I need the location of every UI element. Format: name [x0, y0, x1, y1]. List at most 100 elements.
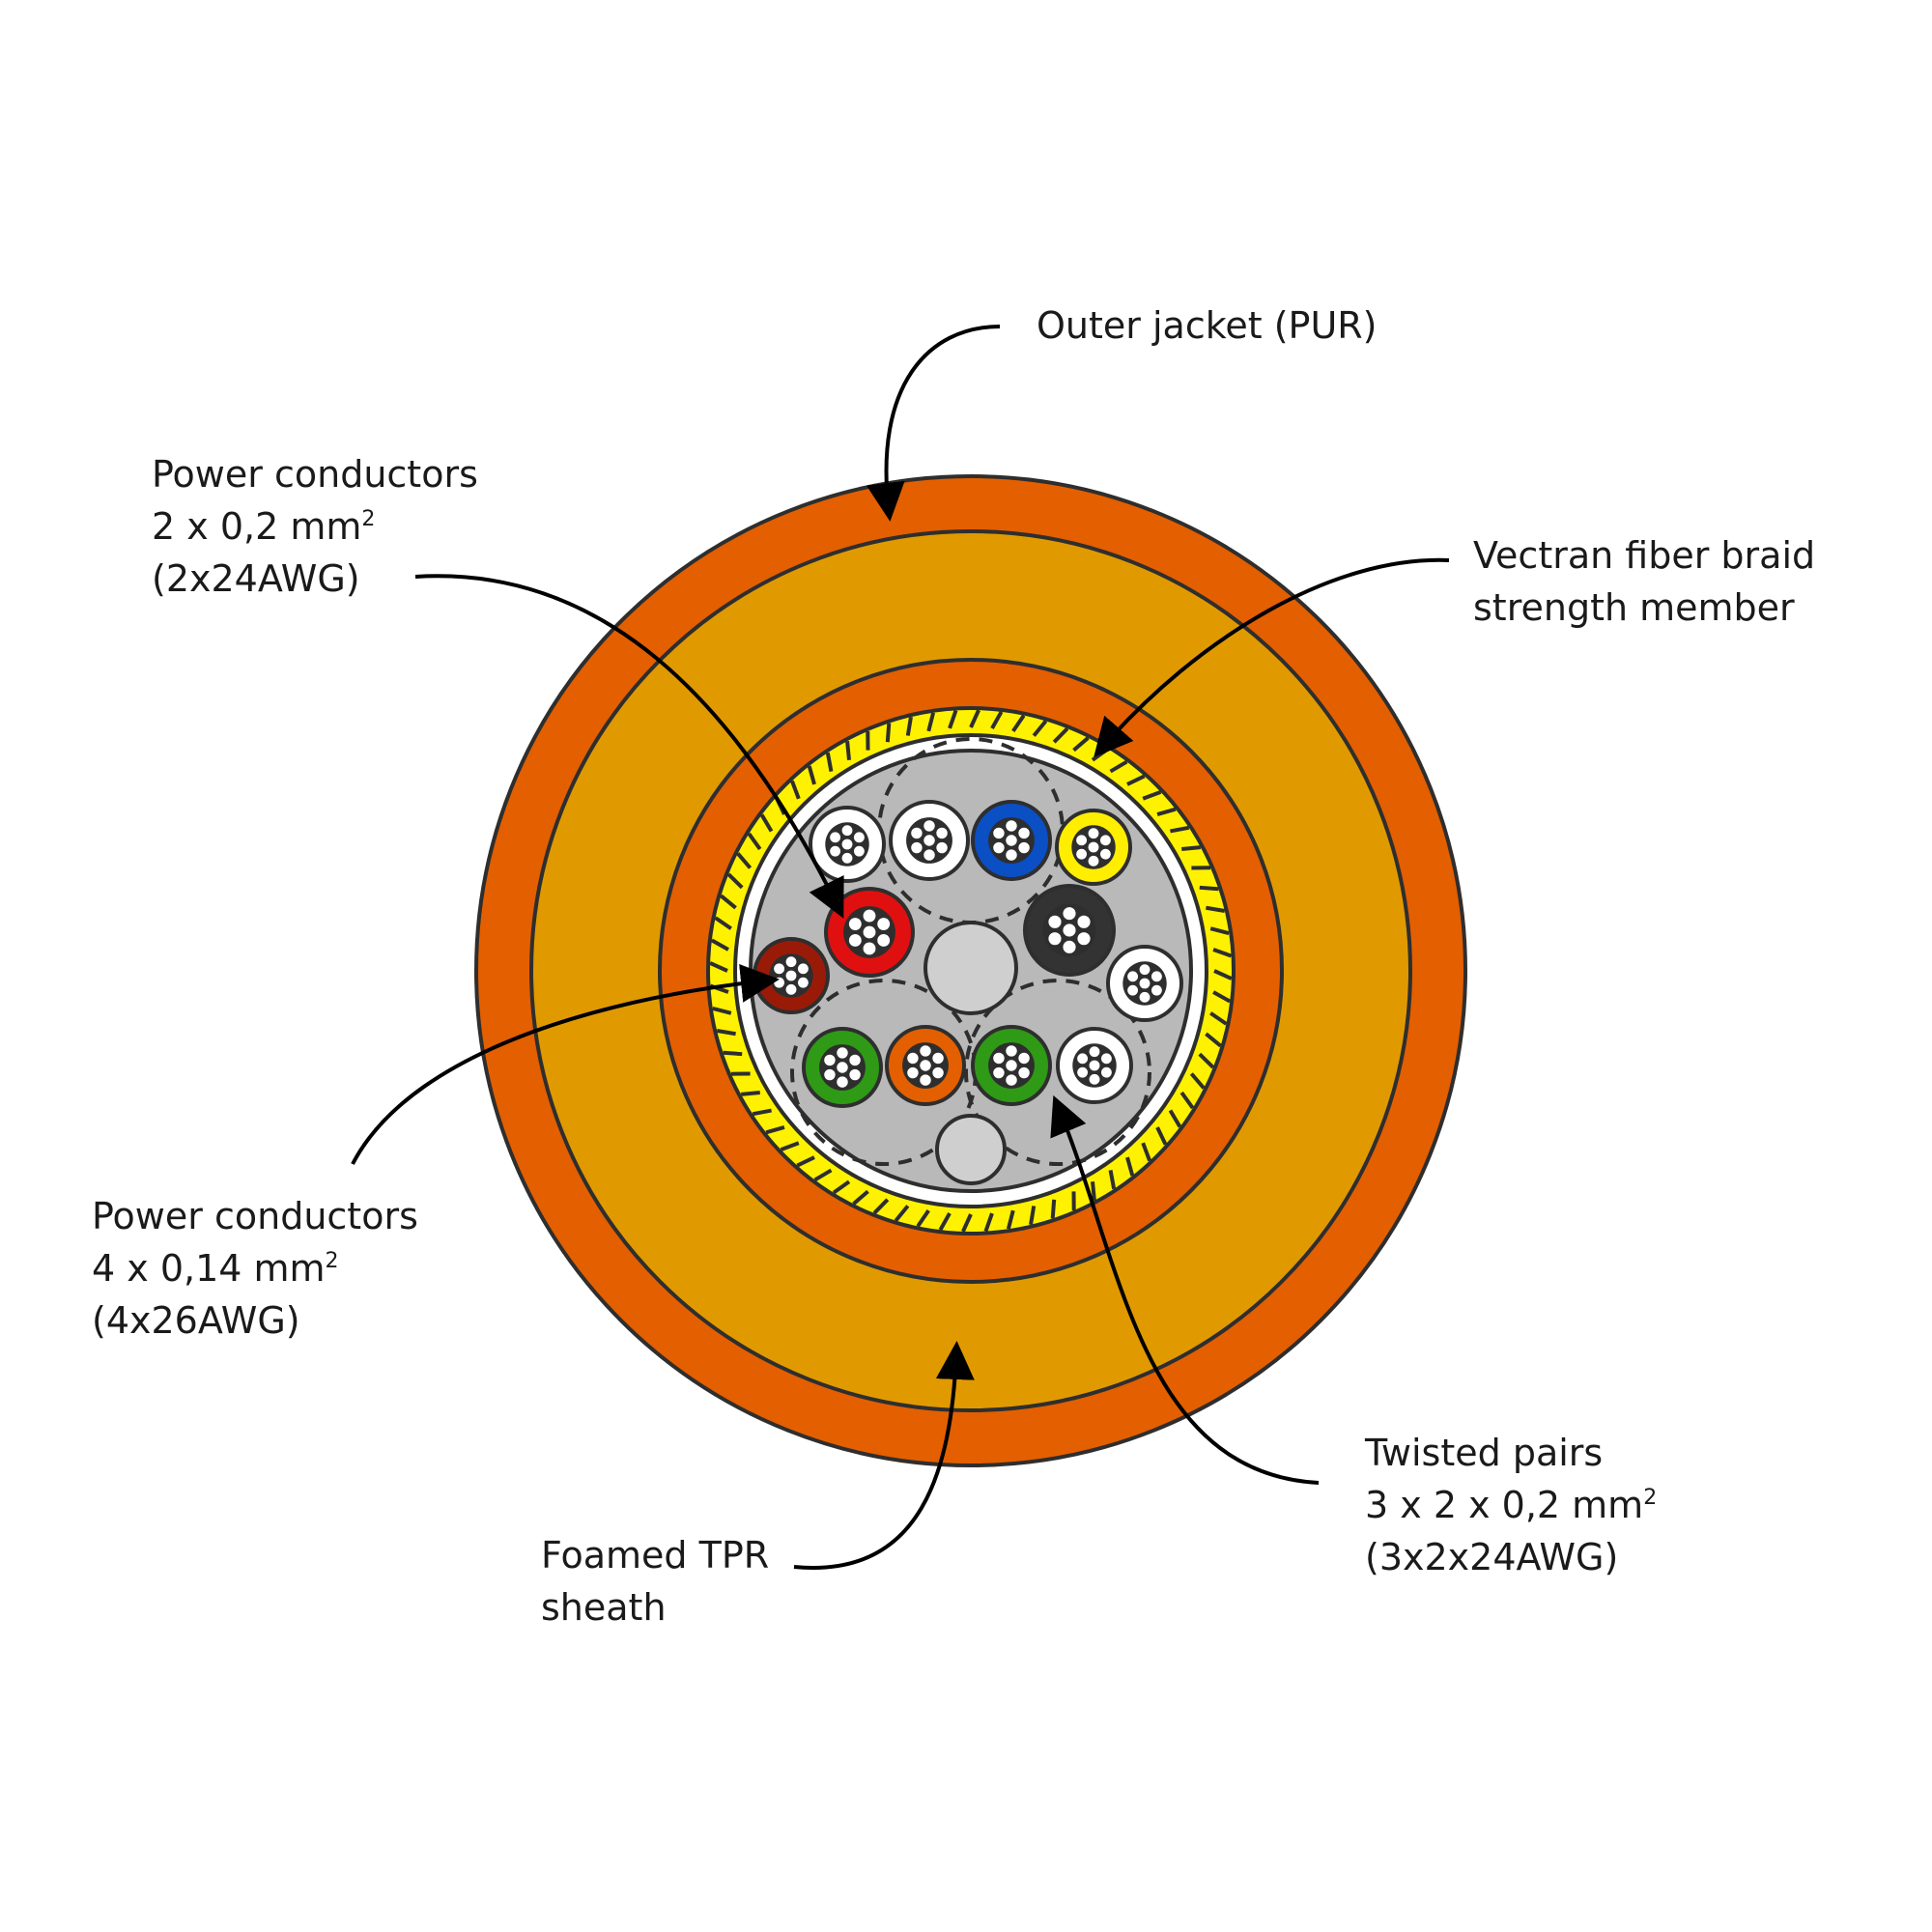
braid-strand	[885, 723, 892, 743]
braid-strand	[712, 1006, 732, 1015]
twisted-title: Twisted pairs	[1365, 1432, 1604, 1474]
wire-strand	[1139, 978, 1151, 989]
wire-strand	[848, 918, 862, 930]
conductor-white-2	[889, 800, 970, 881]
braid-strand	[1170, 825, 1190, 834]
braid-strand	[1141, 1142, 1151, 1162]
braid-strand	[1212, 948, 1233, 958]
braid-strand	[1032, 720, 1048, 737]
braid-strand	[1072, 736, 1090, 753]
braid-strand	[723, 1050, 743, 1057]
braid-strand	[845, 741, 851, 760]
wire-strand	[841, 852, 853, 864]
wire-strand	[1063, 923, 1076, 937]
wire-strand	[932, 1066, 944, 1079]
twisted-spec: 3 x 2 x 0,2 mm2	[1365, 1479, 1657, 1531]
conductor-red	[824, 887, 915, 978]
wire-strand	[911, 841, 923, 854]
wire-strand	[920, 1045, 931, 1057]
braid-strand	[1142, 790, 1162, 801]
wire-strand	[932, 1052, 944, 1065]
braid-strand	[1050, 1199, 1057, 1219]
braid-strand	[1006, 1209, 1015, 1230]
wire-strand	[1006, 835, 1017, 846]
wire-strand	[1006, 1060, 1017, 1071]
wire-strand	[1006, 1074, 1017, 1086]
wire-strand	[841, 825, 853, 837]
twisted-pair-group-3	[964, 979, 1151, 1166]
conductor-white-3	[1056, 1027, 1133, 1104]
wire-strand	[923, 820, 935, 832]
conductor-orange	[885, 1025, 966, 1106]
wire-strand	[993, 841, 1005, 854]
wire-strand	[797, 977, 809, 988]
wire-strand	[785, 983, 797, 995]
wire-strand	[1076, 848, 1088, 860]
label-power-left: Power conductors 4 x 0,14 mm2 (4x26AWG)	[92, 1190, 418, 1347]
wire-strand	[907, 1052, 919, 1065]
wire-strand	[849, 1054, 861, 1066]
foamed-line2: sheath	[541, 1586, 667, 1629]
spec-text: 4 x 0,14 mm	[92, 1247, 326, 1290]
wire-strand	[1018, 1052, 1030, 1065]
wire-strand	[1077, 932, 1091, 946]
wire-strand	[849, 1068, 861, 1081]
braid-strand	[1168, 1109, 1182, 1128]
label-vectran: Vectran fiber braid strength member	[1473, 529, 1815, 634]
braid-strand	[1125, 1156, 1135, 1177]
wire-strand	[848, 934, 862, 947]
wire-strand	[1088, 855, 1099, 867]
wire-strand	[1089, 1046, 1100, 1058]
braid-strand	[709, 961, 728, 973]
label-foamed-sheath: Foamed TPR sheath	[541, 1529, 769, 1634]
wire-strand	[1048, 932, 1062, 946]
wire-strand	[1063, 940, 1076, 953]
wire-strand	[1077, 1066, 1089, 1078]
wire-strand	[1076, 835, 1088, 846]
braid-strand	[1108, 1170, 1117, 1190]
wire-strand	[1100, 1053, 1112, 1065]
braid-strand	[1156, 807, 1177, 816]
power-top-title: Power conductors	[152, 453, 478, 496]
braid-strand	[1011, 714, 1026, 732]
arrow-twisted	[1050, 1094, 1320, 1485]
arrow-power-left	[351, 963, 780, 1165]
wire-strand	[824, 1068, 836, 1081]
wire-strand	[923, 835, 935, 846]
braid-strand	[1052, 726, 1069, 744]
braid-strand	[1205, 1032, 1222, 1048]
superscript: 2	[361, 507, 376, 531]
wire-strand	[1018, 1066, 1030, 1079]
wire-strand	[1048, 915, 1062, 928]
wire-strand	[785, 956, 797, 968]
wire-strand	[1127, 984, 1139, 996]
wire-strand	[1006, 820, 1017, 832]
outer-jacket-text: Outer jacket (PUR)	[1037, 304, 1378, 347]
superscript: 2	[325, 1249, 339, 1273]
braid-strand	[983, 1212, 994, 1233]
power-left-title: Power conductors	[92, 1195, 418, 1237]
arrow-outer-jacket	[866, 325, 1001, 522]
braid-strand	[961, 1213, 973, 1233]
conductor-green-1	[802, 1027, 883, 1108]
braid-strand	[710, 938, 729, 952]
braid-strand	[741, 1091, 760, 1096]
label-outer-jacket: Outer jacket (PUR)	[1037, 299, 1378, 352]
braid-strand	[1126, 774, 1146, 786]
wire-strand	[863, 925, 876, 939]
wire-strand	[1139, 991, 1151, 1003]
bottom-filler	[935, 1114, 1007, 1185]
braid-strand	[1198, 1052, 1215, 1069]
power-top-awg: (2x24AWG)	[152, 557, 360, 600]
wire-strand	[837, 1047, 848, 1059]
conductor-brown	[753, 937, 830, 1014]
wire-strand	[841, 838, 853, 850]
conductor-yellow	[1055, 809, 1132, 886]
wire-strand	[1077, 915, 1091, 928]
braid-strand	[916, 1209, 930, 1228]
arrow-vectran	[1094, 557, 1450, 758]
braid-strand	[1029, 1206, 1037, 1226]
wire-strand	[993, 827, 1005, 839]
